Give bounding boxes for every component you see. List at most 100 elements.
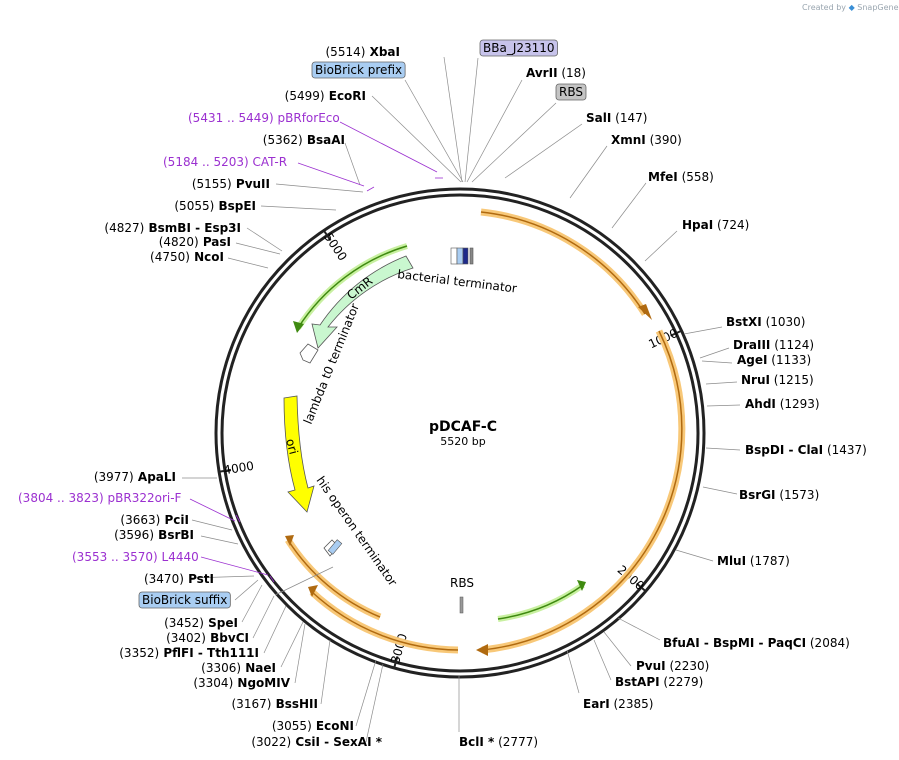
- restriction-site-label: (3022) CsiI - SexAI *: [251, 735, 382, 749]
- enzyme-name: MfeI: [648, 170, 678, 184]
- site-position: (5499): [285, 89, 325, 103]
- feature-arc-green-2: [497, 582, 585, 622]
- feature-arc-orange-3-core: [311, 591, 459, 651]
- site-position: (1787): [746, 554, 790, 568]
- his-terminator-label: his operon terminator: [314, 474, 400, 589]
- restriction-site-label: EarI (2385): [583, 697, 653, 711]
- restriction-site-label: BstXI (1030): [726, 315, 805, 329]
- restriction-site-label: (3663) PciI: [120, 513, 189, 527]
- restriction-site-label: (3402) BbvCI: [166, 631, 249, 645]
- terminator-box-white: [450, 247, 458, 265]
- tick-mark: [393, 656, 399, 669]
- feature-arc-orange-1-core: [480, 211, 646, 315]
- site-position: (2084): [806, 636, 850, 650]
- primer-label: (5184 .. 5203) CAT-R: [163, 155, 287, 169]
- tick-label: 5000: [321, 230, 350, 263]
- enzyme-name: BsrBI: [154, 528, 194, 542]
- arrowhead-green-1: [293, 321, 304, 333]
- site-position: (3304): [193, 676, 233, 690]
- cmr-feature: [311, 255, 414, 349]
- enzyme-name: BsmBI - Esp3I: [144, 221, 241, 235]
- site-position: (3306): [201, 661, 241, 675]
- restriction-site-label: (3055) EcoNI: [272, 719, 354, 733]
- site-position: (1030): [762, 315, 806, 329]
- site-position: (2230): [666, 659, 710, 673]
- enzyme-name: BsrGI: [739, 488, 776, 502]
- enzyme-name: BsaAI: [303, 133, 345, 147]
- restriction-site-label: HpaI (724): [682, 218, 749, 232]
- enzyme-name: NcoI: [190, 250, 224, 264]
- site-position: (3167): [232, 697, 272, 711]
- site-position: (3402): [166, 631, 206, 645]
- enzyme-name: PciI: [160, 513, 189, 527]
- site-position: (3470): [144, 572, 184, 586]
- site-position: (2777): [494, 735, 538, 749]
- site-position: (4827): [104, 221, 144, 235]
- restriction-site-label: BsrGI (1573): [739, 488, 819, 502]
- backbone-outer: [214, 187, 706, 679]
- site-position: (4750): [150, 250, 190, 264]
- site-position: (558): [678, 170, 714, 184]
- tick-mark: [218, 468, 232, 473]
- site-position: (3022): [251, 735, 291, 749]
- enzyme-name: EcoRI: [325, 89, 366, 103]
- restriction-site-label: BfuAI - BspMI - PaqCI (2084): [663, 636, 850, 650]
- enzyme-name: ApaLI: [134, 470, 176, 484]
- terminator-box-navy: [462, 247, 469, 265]
- ori-label: ori: [283, 437, 301, 456]
- restriction-site-label: AhdI (1293): [745, 397, 820, 411]
- enzyme-name: AhdI: [745, 397, 776, 411]
- site-position: (3452): [164, 616, 204, 630]
- backbone-inner: [220, 193, 700, 673]
- site-position: (5155): [192, 177, 232, 191]
- site-position: (18): [558, 66, 586, 80]
- arrowhead-green-2: [577, 580, 586, 591]
- restriction-site-label: DraIII (1124): [733, 338, 814, 352]
- enzyme-name: NaeI: [241, 661, 276, 675]
- enzyme-name: BstAPI: [615, 675, 660, 689]
- site-position: (3596): [114, 528, 154, 542]
- ori-feature: [283, 395, 315, 513]
- restriction-site-label: (5155) PvuII: [192, 177, 270, 191]
- restriction-site-label: (3167) BssHII: [232, 697, 319, 711]
- rbs-inner-label: RBS: [450, 576, 474, 590]
- restriction-site-label: (4820) PasI: [159, 235, 231, 249]
- feature-box-label: RBS: [559, 85, 583, 99]
- primer-label: (5431 .. 5449) pBRforEco: [188, 111, 340, 125]
- site-position: (1215): [770, 373, 814, 387]
- arrowhead-orange-3: [308, 585, 318, 597]
- enzyme-name: EcoNI: [312, 719, 354, 733]
- enzyme-name: BbvCI: [206, 631, 249, 645]
- enzyme-name: BssHII: [271, 697, 318, 711]
- arrowhead-orange-1: [638, 304, 652, 320]
- restriction-site-label: (3470) PstI: [144, 572, 214, 586]
- restriction-site-label: (4827) BsmBI - Esp3I: [104, 221, 241, 235]
- enzyme-name: NgoMIV: [233, 676, 290, 690]
- restriction-site-label: AvrII (18): [526, 66, 586, 80]
- restriction-site-label: SalI (147): [586, 111, 647, 125]
- enzyme-name: BspEI: [214, 199, 256, 213]
- feature-arc-orange-2-core: [481, 330, 683, 651]
- restriction-site-label: BclI * (2777): [459, 735, 538, 749]
- tick-mark: [670, 329, 682, 337]
- plasmid-length: 5520 bp: [440, 435, 485, 448]
- enzyme-name: HpaI: [682, 218, 713, 232]
- feature-arc-orange-2: [481, 329, 686, 654]
- site-position: (2279): [660, 675, 704, 689]
- rbs-inner-marker: [459, 596, 464, 614]
- feature-arc-orange-1: [480, 208, 648, 316]
- feature-box: [138, 591, 231, 609]
- site-position: (147): [611, 111, 647, 125]
- site-position: (1133): [767, 353, 811, 367]
- enzyme-name: SalI: [586, 111, 611, 125]
- tick-mark: [323, 229, 332, 242]
- restriction-site-label: (3352) PflFI - Tth111I: [119, 646, 259, 660]
- primer-label: (3553 .. 3570) L4440: [72, 550, 199, 564]
- site-position: (4820): [159, 235, 199, 249]
- site-position: (1573): [776, 488, 820, 502]
- feature-box-label: BioBrick prefix: [315, 63, 402, 77]
- restriction-site-label: (5362) BsaAI: [263, 133, 345, 147]
- site-position: (1124): [770, 338, 814, 352]
- site-position: (5362): [263, 133, 303, 147]
- feature-box: [311, 61, 406, 79]
